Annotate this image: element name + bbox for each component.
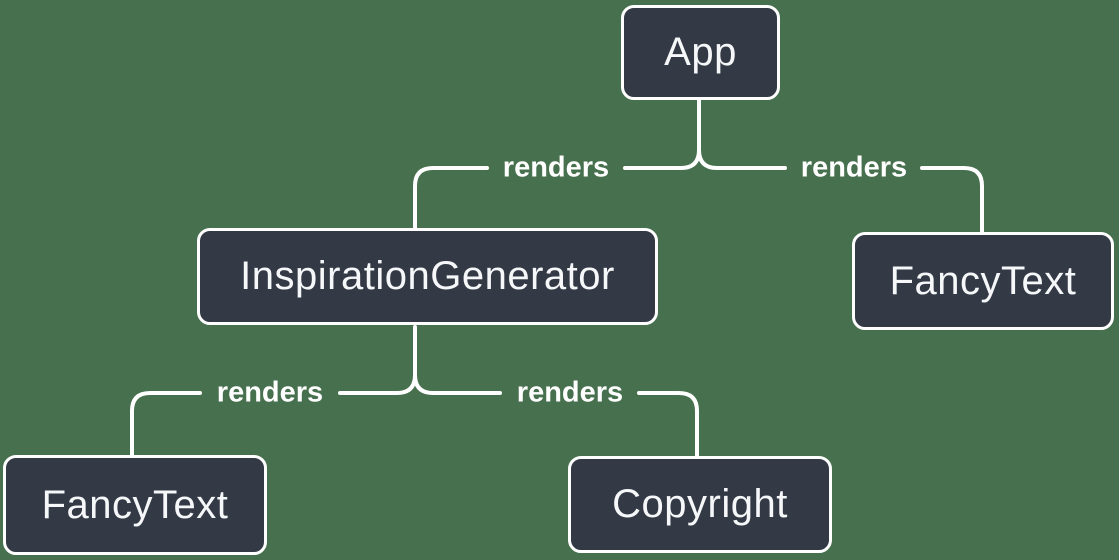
edge-inspiration-to-fancytext-drop — [130, 391, 202, 459]
edge-label-renders-app-fancytext: renders — [800, 151, 908, 184]
edge-label-renders-app-inspiration: renders — [502, 151, 610, 184]
tree-node-copyright: Copyright — [568, 456, 832, 553]
tree-node-app: App — [621, 5, 780, 100]
tree-node-inspiration-generator: InspirationGenerator — [197, 228, 658, 325]
edge-app-to-inspiration-arm — [623, 148, 701, 170]
edge-app-to-fancytext-drop — [920, 166, 984, 236]
edge-label-renders-inspiration-copyright: renders — [516, 376, 624, 409]
edge-app-to-inspiration-drop — [413, 166, 489, 232]
edge-label-renders-inspiration-fancytext: renders — [216, 376, 324, 409]
edge-inspiration-to-fancytext-arm — [338, 373, 417, 395]
edge-app-to-fancytext-arm — [697, 148, 787, 170]
tree-node-fancy-text-top: FancyText — [852, 232, 1114, 330]
edge-inspiration-to-copyright-drop — [637, 391, 699, 460]
tree-node-fancy-text-bottom: FancyText — [3, 455, 267, 555]
edge-inspiration-to-copyright-arm — [413, 373, 502, 395]
